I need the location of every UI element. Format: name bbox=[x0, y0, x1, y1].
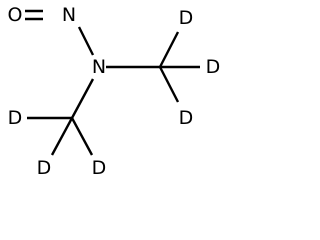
bond-n-n bbox=[77, 26, 95, 56]
bond-c-d-left-bottom-right bbox=[70, 117, 94, 156]
atom-nitroso-nitrogen: N bbox=[62, 4, 76, 26]
molecule-structure: O N N D D D D D D bbox=[8, 4, 221, 179]
atom-deuterium-right-top: D bbox=[179, 7, 194, 29]
atom-labels: O N N D D D D D D bbox=[8, 4, 221, 179]
atom-deuterium-right-bottom: D bbox=[179, 107, 194, 129]
atom-amine-nitrogen: N bbox=[92, 56, 106, 78]
bond-n-c-left bbox=[70, 78, 95, 119]
bond-c-d-right-bottom bbox=[158, 66, 180, 103]
atom-deuterium-left-side: D bbox=[8, 107, 23, 129]
atom-oxygen: O bbox=[8, 4, 23, 26]
bond-c-d-left-bottom bbox=[50, 117, 74, 156]
bonds bbox=[25, 9, 200, 156]
atom-deuterium-right-side: D bbox=[206, 56, 221, 78]
bond-c-d-right-top bbox=[158, 31, 180, 68]
atom-deuterium-left-bottom-right: D bbox=[92, 157, 107, 179]
atom-deuterium-left-bottom: D bbox=[37, 157, 52, 179]
